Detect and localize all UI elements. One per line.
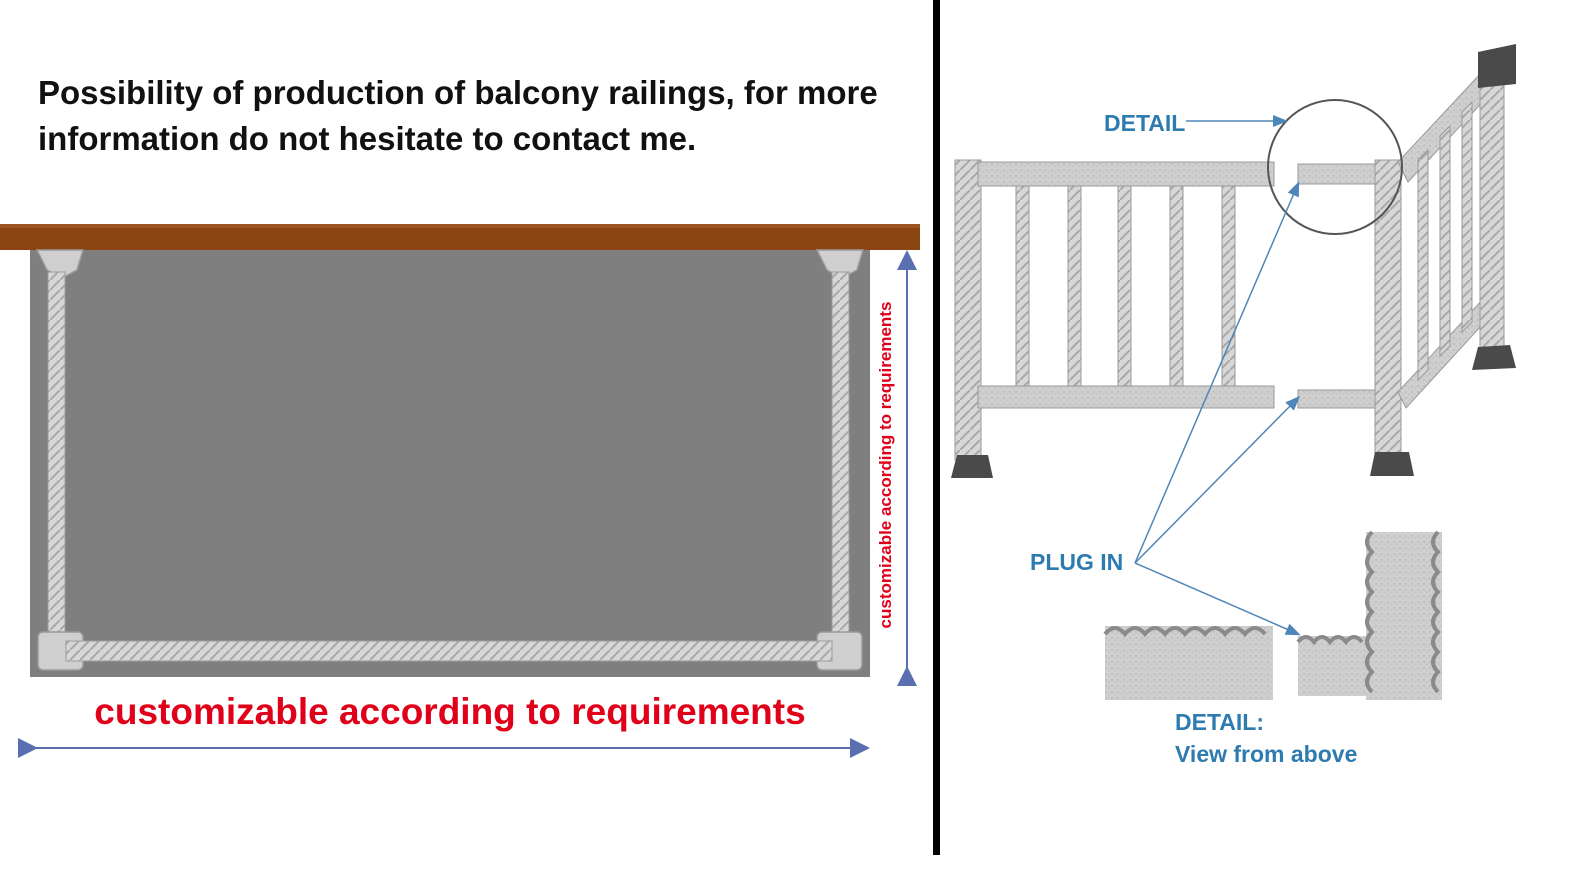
panel-divider <box>933 0 940 855</box>
headline: Possibility of production of balcony rai… <box>38 74 878 157</box>
detail-circle <box>1267 99 1403 235</box>
right-railing-section <box>1297 44 1516 476</box>
detail-callout: DETAIL <box>1104 110 1186 136</box>
width-dimension-label: customizable according to requirements <box>94 691 806 732</box>
detail-top-view <box>1103 530 1442 700</box>
callout-leaders <box>1134 115 1301 636</box>
left-railing-section <box>951 159 1275 478</box>
bottom-rail <box>65 640 833 662</box>
plug-in-callout: PLUG IN <box>1030 549 1124 575</box>
detail-view-caption: DETAIL: View from above <box>1175 706 1357 770</box>
detail-view-caption-line2: View from above <box>1175 741 1358 767</box>
handrail <box>0 224 920 250</box>
detail-view-caption-line1: DETAIL: <box>1175 709 1265 735</box>
balcony-panel <box>30 240 870 677</box>
railing-front-view: Possibility of production of balcony rai… <box>38 74 895 732</box>
